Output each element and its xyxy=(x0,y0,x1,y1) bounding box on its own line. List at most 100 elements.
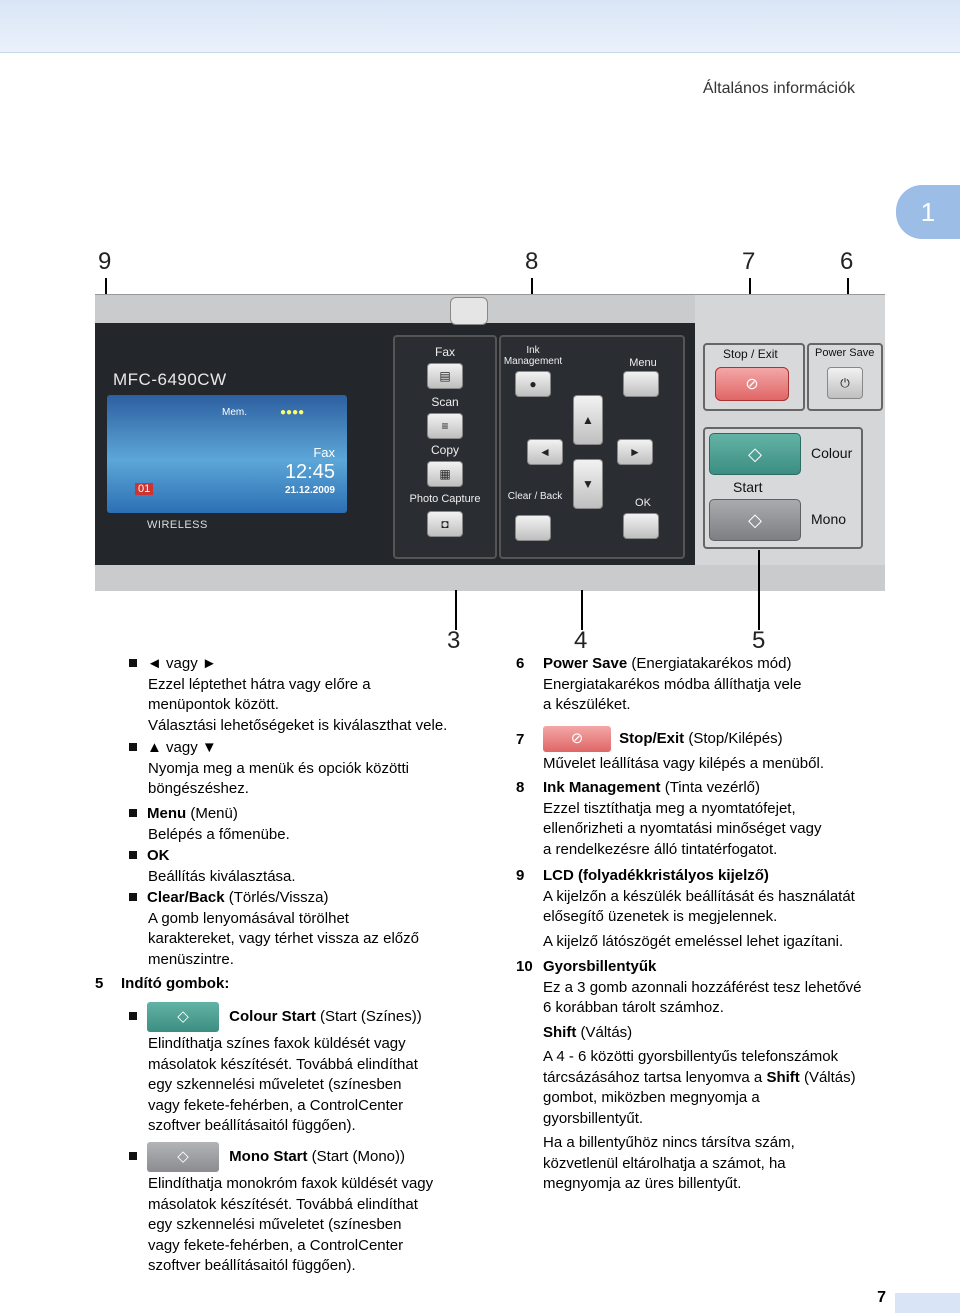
left-arrow-button[interactable]: ◄ xyxy=(527,439,563,465)
clear-back-button[interactable] xyxy=(515,515,551,541)
lcd-screen: Mem. ●●●● Fax 12:45 21.12.2009 01 xyxy=(107,395,347,513)
fax-button[interactable]: ▤ xyxy=(427,363,463,389)
item-desc: A kijelző látószögét emeléssel lehet iga… xyxy=(543,932,844,950)
section-5-number: 5 xyxy=(95,975,104,992)
right-arrow-button[interactable]: ► xyxy=(617,439,653,465)
wireless-label: WIRELESS xyxy=(147,519,208,531)
item-heading: ◄ vagy ► xyxy=(147,655,217,672)
photo-capture-button[interactable]: ◘ xyxy=(427,511,463,537)
item-desc: Beállítás kiválasztása. xyxy=(148,867,296,885)
top-band xyxy=(0,0,960,53)
stop-exit-icon: ⊘ xyxy=(543,726,611,752)
item-desc: tárcsázásához tartsa lenyomva a Shift (V… xyxy=(543,1068,893,1089)
item-bold: Shift xyxy=(543,1023,577,1041)
item-speed-dial: Gyorsbillentyűk Ez a 3 gomb azonnali hoz… xyxy=(543,957,893,1195)
bullet-square xyxy=(129,743,137,751)
item-desc: vagy fekete-fehérben, a ControlCenter xyxy=(148,1096,404,1114)
leader-line-5 xyxy=(758,550,760,630)
item-bold: Shift xyxy=(766,1068,800,1086)
item-desc: másolatok készítését. Továbbá elindíthat xyxy=(148,1055,418,1073)
model-name: MFC-6490CW xyxy=(113,370,227,389)
item-desc: böngészéshez. xyxy=(148,780,249,797)
item-desc: A 4 - 6 közötti gyorsbillentyűs telefons… xyxy=(543,1048,839,1065)
item-bold: LCD (folyadékkristályos kijelző) xyxy=(543,867,769,884)
item-number-7: 7 xyxy=(516,731,525,748)
running-title: Általános információk xyxy=(702,80,855,97)
item-desc: a rendelkezésre álló tintatérfogatot. xyxy=(543,840,778,858)
bullet-square xyxy=(129,809,137,817)
item-heading: ▲ vagy ▼ xyxy=(147,739,217,756)
item-desc: gyorsbillentyűt. xyxy=(543,1109,644,1127)
item-desc: elősegítő üzenetek is megjelennek. xyxy=(543,908,778,925)
item-desc: menüpontok között. xyxy=(148,696,279,713)
bullet-square xyxy=(129,1011,137,1020)
item-bold: Stop/Exit xyxy=(619,729,685,747)
down-arrow-button[interactable]: ▼ xyxy=(573,459,603,509)
item-heading: (Stop/Kilépés) xyxy=(684,729,783,747)
item-bold: Colour Start xyxy=(229,1007,316,1025)
callout-8: 8 xyxy=(525,248,539,275)
item-desc-part: (Váltás) xyxy=(799,1068,856,1086)
item-heading: (Start (Színes)) xyxy=(315,1007,422,1025)
callout-5: 5 xyxy=(752,627,766,654)
stop-exit-button[interactable]: ⊘ xyxy=(715,367,789,401)
item-heading: (Menü) xyxy=(186,805,238,822)
ink-management-button[interactable]: ● xyxy=(515,371,551,397)
page-number: 7 xyxy=(877,1289,886,1306)
list-item-clear-back: Clear/Back (Törlés/Vissza) A gomb lenyom… xyxy=(129,888,419,970)
lcd-ink-dots: ●●●● xyxy=(280,407,305,418)
lcd-mode: Fax xyxy=(313,445,335,460)
item-number-8: 8 xyxy=(516,779,525,796)
item-number-10: 10 xyxy=(516,958,533,975)
item-desc: Nyomja meg a menük és opciók közötti xyxy=(148,759,409,777)
item-ink-management: Ink Management (Tinta vezérlő) Ezzel tis… xyxy=(543,778,821,860)
item-desc: A kijelzőn a készülék beállítását és has… xyxy=(543,887,855,905)
ok-button[interactable] xyxy=(623,513,659,539)
menu-button[interactable] xyxy=(623,371,659,397)
item-desc: Választási lehetőségeket is kiválaszthat… xyxy=(148,716,448,734)
item-desc: vagy fekete-fehérben, a ControlCenter xyxy=(148,1236,404,1254)
item-desc: menüszintre. xyxy=(148,950,234,968)
colour-start-button[interactable]: ◇ xyxy=(709,433,801,475)
photo-capture-label: Photo Capture xyxy=(409,493,481,505)
item-desc: megnyomja az üres billentyűt. xyxy=(543,1175,742,1192)
item-desc: Elindíthatja színes faxok küldését vagy xyxy=(148,1035,406,1052)
navigation-block: Ink Management ● Menu ▲ ◄ ► ▼ Clear / Ba… xyxy=(499,335,685,559)
item-bold: OK xyxy=(147,847,170,864)
mono-label: Mono xyxy=(811,511,847,527)
list-item-left-right: ◄ vagy ► Ezzel léptethet hátra vagy előr… xyxy=(129,654,447,736)
copy-button[interactable]: ▦ xyxy=(427,461,463,487)
item-bold: Ink Management xyxy=(543,779,661,796)
list-item-colour-start: ◇ Colour Start (Start (Színes)) Elindíth… xyxy=(129,1002,422,1137)
item-desc: karaktereket, vagy térhet vissza az előz… xyxy=(148,930,419,947)
item-desc: egy szkennelési műveletet (színesben xyxy=(148,1076,402,1093)
callout-7: 7 xyxy=(742,248,756,275)
fax-label: Fax xyxy=(434,345,455,359)
list-item-ok: OK Beállítás kiválasztása. xyxy=(129,846,296,887)
mono-start-button[interactable]: ◇ xyxy=(709,499,801,541)
callout-3: 3 xyxy=(447,627,461,654)
callout-4: 4 xyxy=(574,627,588,654)
item-desc: 6 korábban tárolt számhoz. xyxy=(543,999,724,1016)
item-bold: Clear/Back xyxy=(147,889,225,906)
colour-label: Colour xyxy=(811,445,853,461)
bullet-square xyxy=(129,659,137,667)
scan-label: Scan xyxy=(431,395,459,409)
item-desc-part: tárcsázásához tartsa lenyomva a xyxy=(543,1068,767,1086)
start-label: Start xyxy=(733,479,763,495)
item-heading: (Törlés/Vissza) xyxy=(224,889,329,906)
item-desc: A gomb lenyomásával törölhet xyxy=(148,909,349,927)
bullet-square xyxy=(129,893,137,901)
up-arrow-button[interactable]: ▲ xyxy=(573,395,603,445)
item-number-9: 9 xyxy=(516,867,525,884)
lcd-mem: Mem. xyxy=(222,407,247,418)
item-lcd: LCD (folyadékkristályos kijelző) A kijel… xyxy=(543,866,855,952)
power-save-button[interactable]: ⏻ xyxy=(827,367,863,399)
item-desc: közvetlenül eltárolhatja a számot, ha xyxy=(543,1154,786,1172)
chapter-tab: 1 xyxy=(896,185,960,239)
item-desc: Művelet leállítása vagy kilépés a menübő… xyxy=(543,755,824,772)
scan-button[interactable]: ≡ xyxy=(427,413,463,439)
item-desc: Ezzel tisztíthatja meg a nyomtatófejet, xyxy=(543,799,796,817)
stop-exit-label: Stop / Exit xyxy=(723,347,778,361)
item-heading: (Start (Mono)) xyxy=(307,1147,406,1165)
